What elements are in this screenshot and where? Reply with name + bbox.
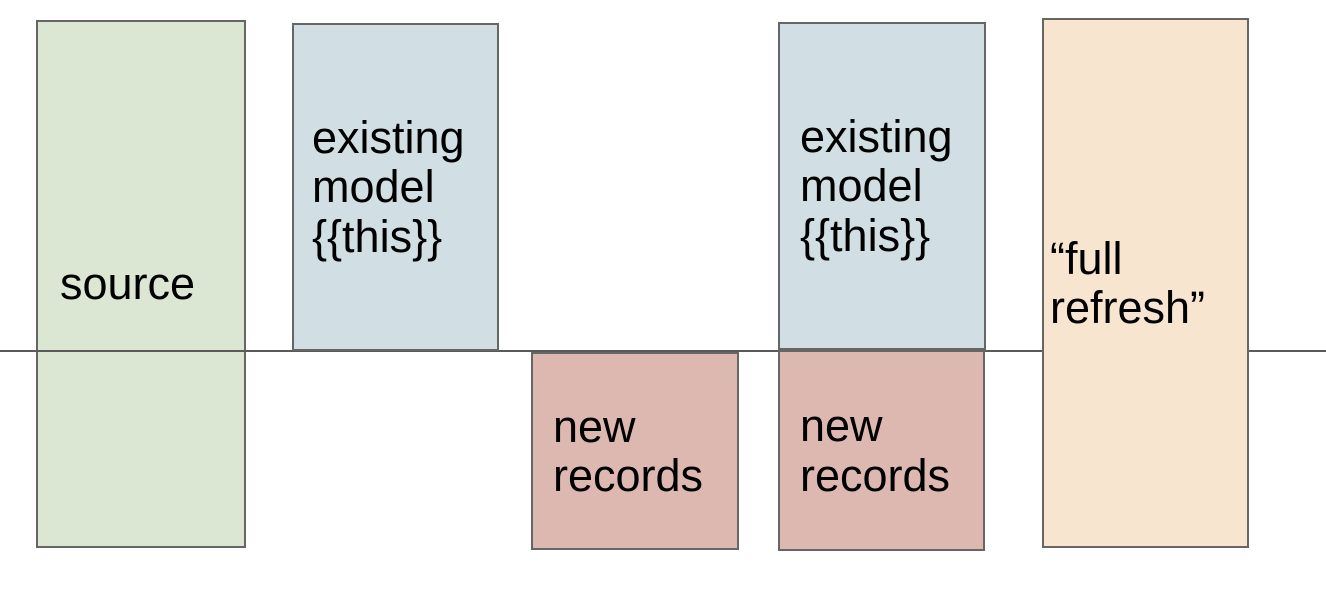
existing-model-label-2: existing model {{this}}	[800, 110, 953, 261]
source-label: source	[60, 258, 196, 310]
new-records-box-1: new records	[531, 352, 739, 550]
full-refresh-label: “full refresh”	[1050, 232, 1206, 333]
new-records-label-1: new records	[553, 400, 704, 501]
source-box: source	[36, 20, 246, 548]
existing-model-box-1: existing model {{this}}	[292, 23, 499, 351]
existing-model-box-2: existing model {{this}}	[778, 22, 986, 350]
new-records-label-2: new records	[800, 400, 951, 501]
timeline-line	[0, 350, 1326, 352]
new-records-box-2: new records	[778, 350, 985, 551]
existing-model-label-1: existing model {{this}}	[312, 111, 465, 262]
full-refresh-box: “full refresh”	[1042, 18, 1249, 548]
